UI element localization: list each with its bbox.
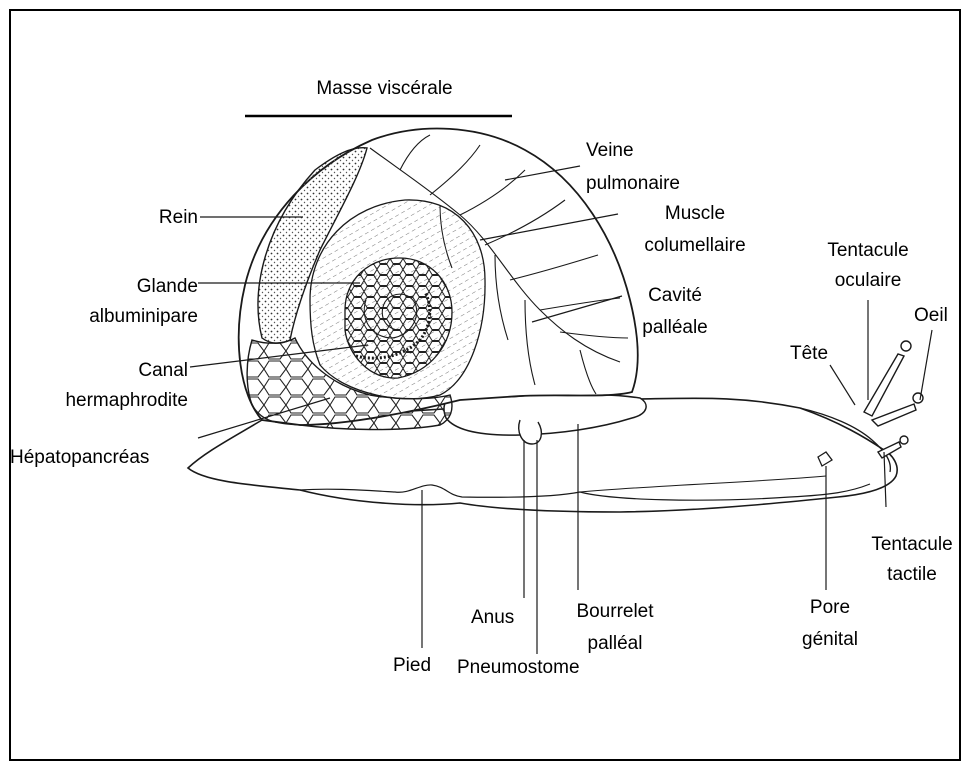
label-hepatopancreas: Hépatopancréas	[10, 446, 149, 469]
label-pneumostome: Pneumostome	[457, 656, 580, 679]
label-tentacule-tactile: Tentacule tactile	[854, 530, 970, 590]
label-tete: Tête	[790, 342, 828, 365]
label-canal-hermaphrodite: Canal hermaphrodite	[46, 356, 188, 416]
label-rein: Rein	[110, 206, 198, 229]
label-veine-pulmonaire: Veine pulmonaire	[586, 134, 706, 200]
label-tentacule-oculaire: Tentacule oculaire	[806, 236, 930, 296]
label-pied: Pied	[393, 654, 431, 677]
label-muscle-columellaire: Muscle columellaire	[620, 198, 770, 262]
label-oeil: Oeil	[914, 304, 948, 327]
label-bourrelet-palleal: Bourrelet palléal	[555, 596, 675, 660]
label-cavite-palleale: Cavité palléale	[620, 280, 730, 344]
visceral-mass-title: Masse viscérale	[302, 77, 467, 100]
label-anus: Anus	[471, 606, 514, 629]
label-pore-genital: Pore génital	[780, 592, 880, 656]
label-glande-albuminipare: Glande albuminipare	[58, 272, 198, 332]
